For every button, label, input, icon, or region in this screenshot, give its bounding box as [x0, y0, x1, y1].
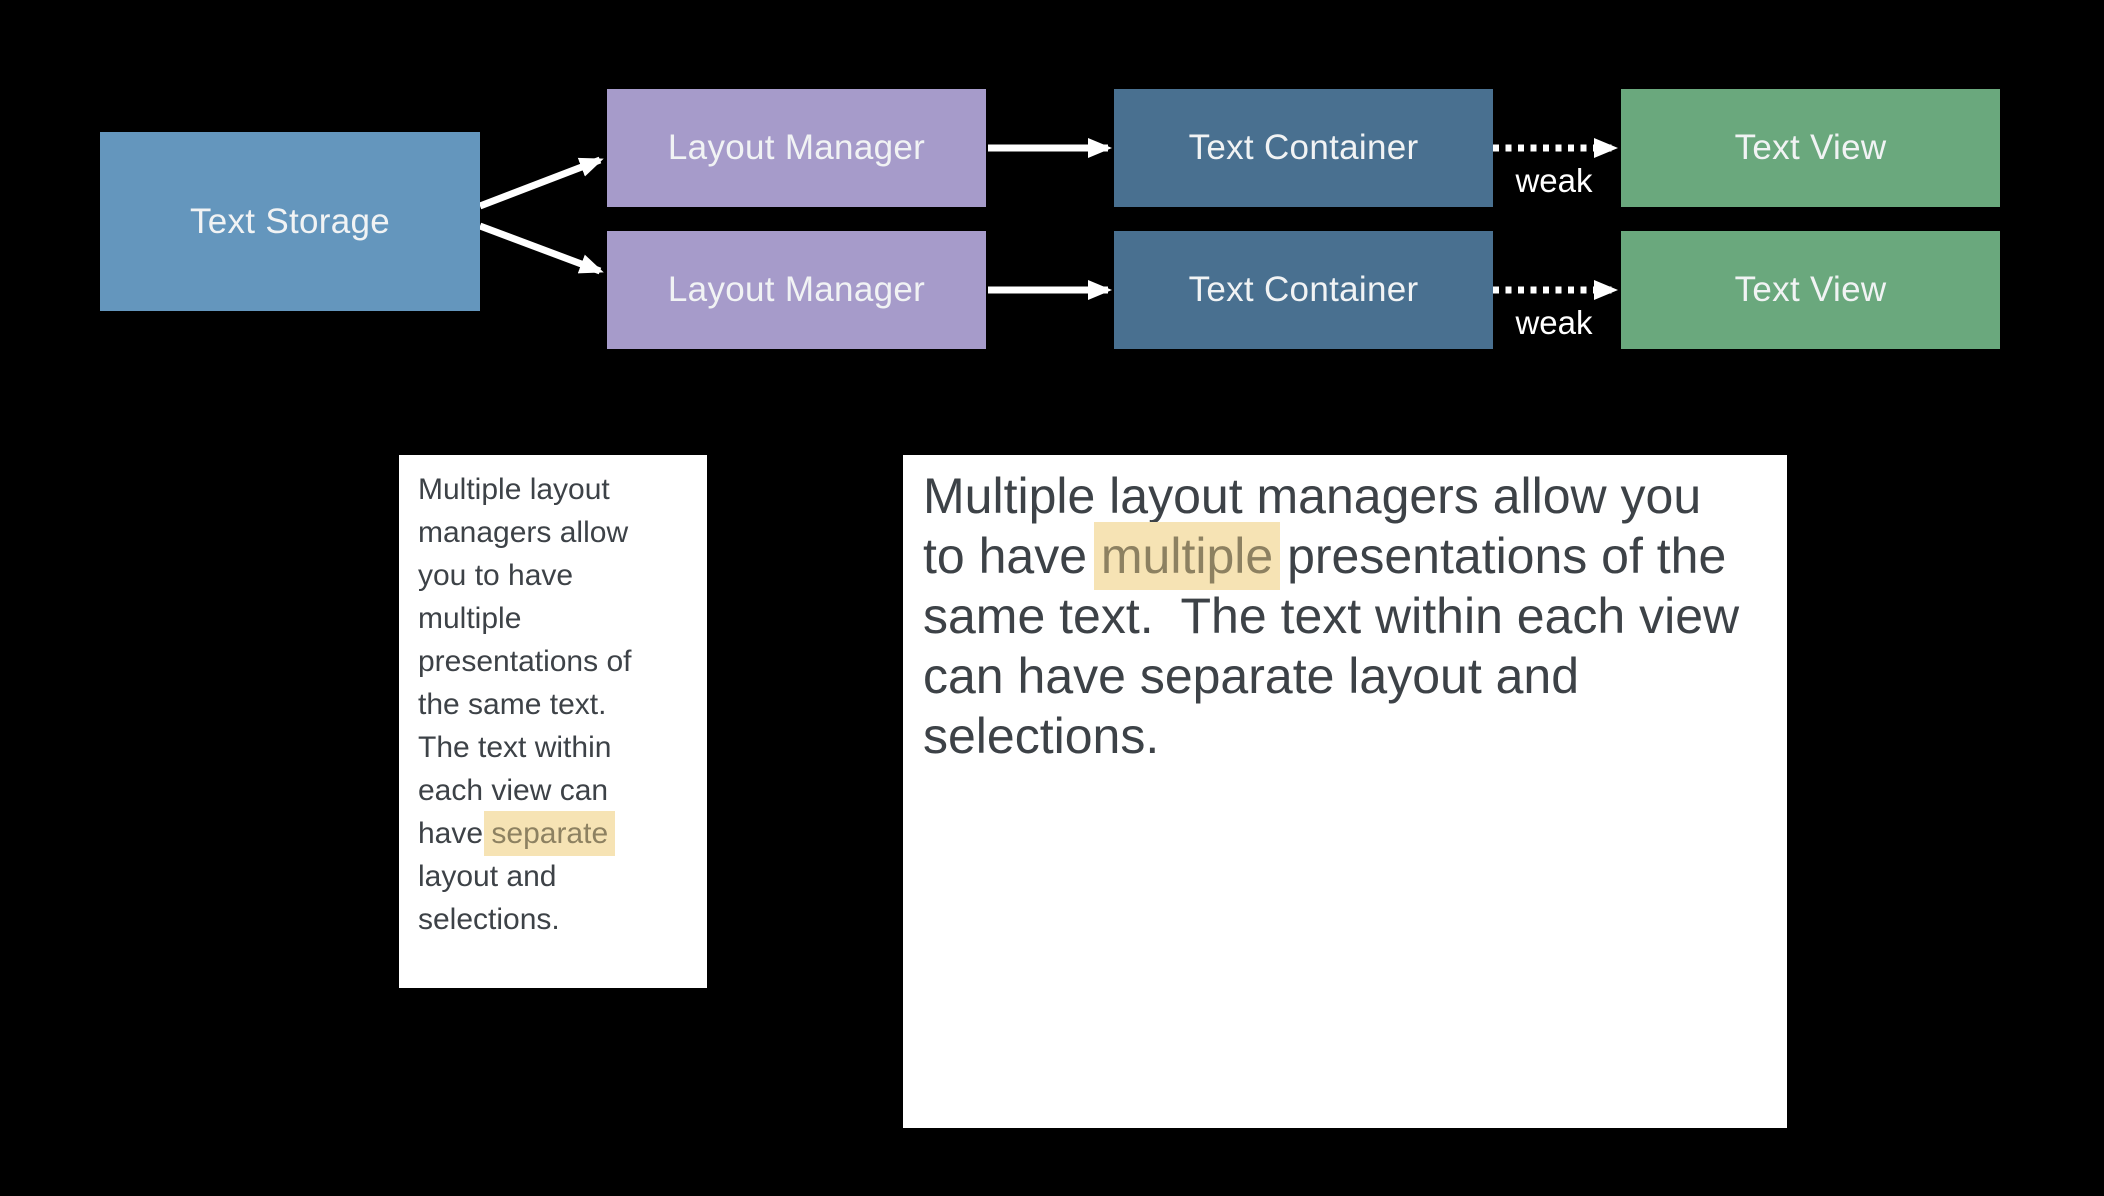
- weak-reference-label-2: weak: [1515, 304, 1593, 341]
- weak-reference-label-1: weak: [1515, 162, 1593, 199]
- node-text-container-1: Text Container: [1114, 89, 1493, 207]
- node-layout-manager-1: Layout Manager: [607, 89, 986, 207]
- node-layout-manager-1-label: Layout Manager: [667, 128, 926, 167]
- node-layout-manager-2: Layout Manager: [607, 231, 986, 349]
- node-text-container-2: Text Container: [1114, 231, 1493, 349]
- node-text-container-2-label: Text Container: [1188, 270, 1419, 309]
- rendered-text-view-small: Multiple layout managers allow you to ha…: [399, 455, 707, 988]
- text-run: presentations of the same text. The text…: [923, 528, 1754, 764]
- highlighted-word: multiple: [1093, 522, 1281, 590]
- rendered-text-view-large: Multiple layout managers allow you to ha…: [903, 455, 1787, 1128]
- node-text-view-2-label: Text View: [1734, 270, 1887, 309]
- rendered-text-large: Multiple layout managers allow you to ha…: [923, 466, 1755, 766]
- node-text-storage-label: Text Storage: [189, 201, 391, 241]
- node-layout-manager-2-label: Layout Manager: [667, 270, 926, 309]
- node-text-view-1-label: Text View: [1734, 128, 1887, 167]
- node-text-container-1-label: Text Container: [1188, 128, 1419, 167]
- arrow-storage-to-layout-manager-2: [478, 222, 604, 275]
- node-text-view-2: Text View: [1621, 231, 2000, 349]
- highlighted-word: separate: [484, 811, 616, 856]
- text-run: Multiple layout managers allow you to ha…: [923, 468, 1716, 584]
- text-run: Multiple layout managers allow you to ha…: [418, 473, 640, 850]
- arrow-storage-to-layout-manager-1: [478, 156, 604, 210]
- node-text-storage: Text Storage: [100, 132, 480, 311]
- node-text-view-1: Text View: [1621, 89, 2000, 207]
- text-run: layout and selections.: [418, 817, 617, 936]
- rendered-text-small: Multiple layout managers allow you to ha…: [418, 468, 670, 941]
